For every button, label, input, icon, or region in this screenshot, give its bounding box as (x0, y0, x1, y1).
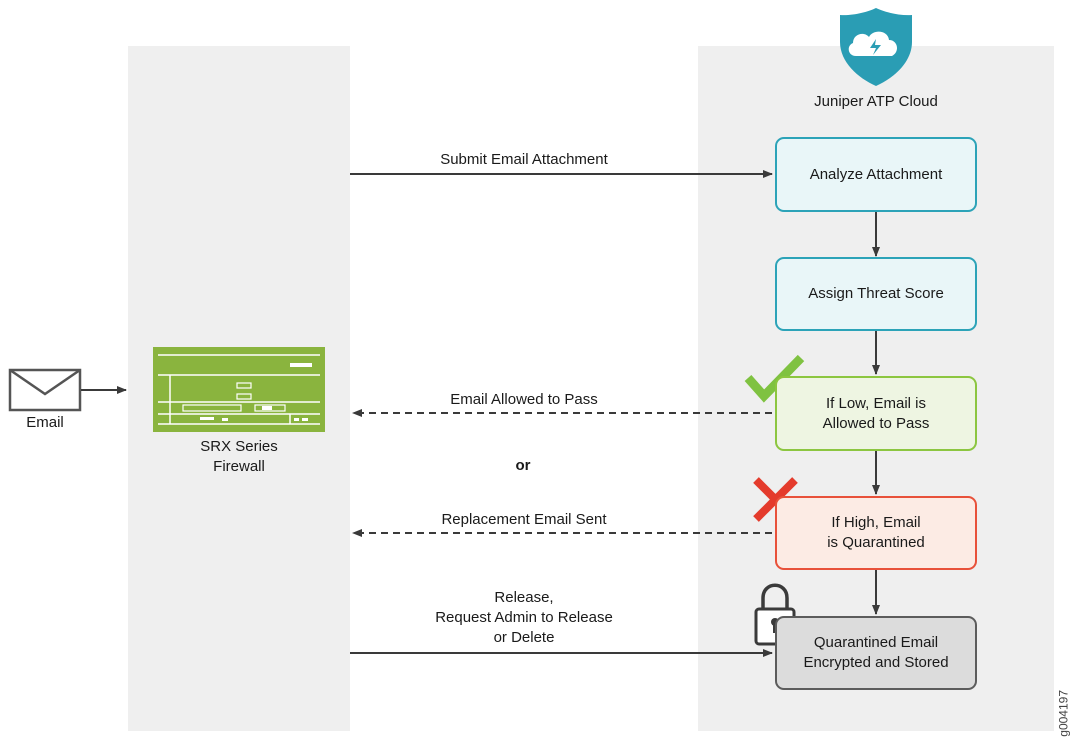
envelope-icon (8, 368, 82, 412)
low-score-text: If Low, Email is Allowed to Pass (822, 394, 930, 432)
analyze-attachment-text: Analyze Attachment (809, 165, 943, 183)
figure-id: g004197 (1057, 690, 1071, 737)
cloud-shield-icon (840, 8, 912, 86)
firewall-label-line2: Firewall (213, 458, 265, 475)
or-label: or (515, 457, 531, 474)
low-score-box: If Low, Email is Allowed to Pass (775, 376, 977, 451)
assign-threat-score-text: Assign Threat Score (808, 285, 944, 302)
firewall-label-line1: SRX Series (200, 438, 278, 455)
high-score-text: If High, Email is Quarantined (827, 514, 925, 551)
high-score-box: If High, Email is Quarantined (775, 496, 977, 570)
quarantine-storage-text: Quarantined Email Encrypted and Stored (803, 634, 949, 671)
cloud-label: Juniper ATP Cloud (814, 93, 938, 110)
submit-label: Submit Email Attachment (440, 151, 608, 168)
analyze-attachment-box: Analyze Attachment (775, 137, 977, 212)
checkmark-icon (744, 354, 805, 403)
email-label: Email (26, 414, 64, 431)
allowed-label: Email Allowed to Pass (450, 391, 598, 408)
release-label: Release, Request Admin to Release or Del… (435, 589, 613, 646)
assign-threat-score-box: Assign Threat Score (775, 257, 977, 331)
quarantine-storage-box: Quarantined Email Encrypted and Stored (775, 616, 977, 690)
firewall-device-icon (153, 347, 325, 432)
replacement-label: Replacement Email Sent (441, 511, 607, 528)
